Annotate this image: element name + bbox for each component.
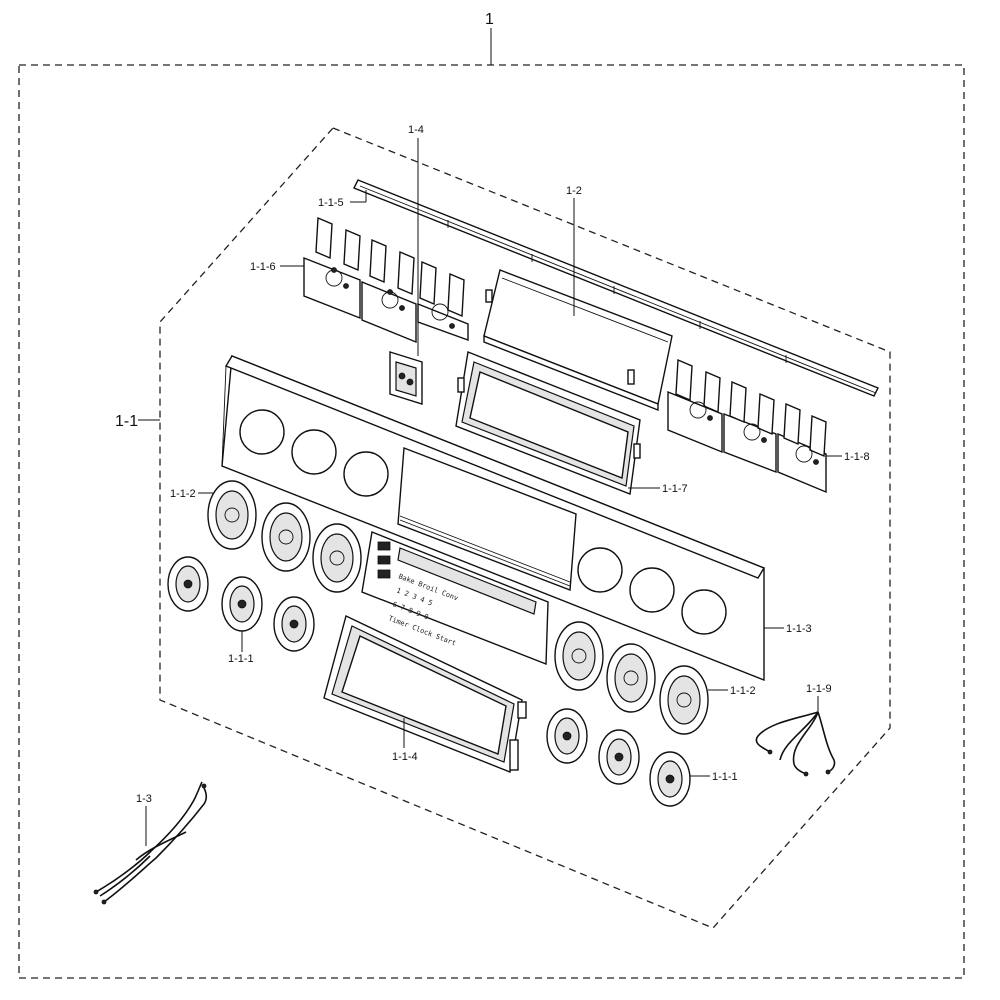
label-knob-left: 1-1-1 xyxy=(228,653,254,665)
module xyxy=(389,351,423,405)
knob-right-2 xyxy=(598,729,640,785)
label-bezel-left: 1-1-2 xyxy=(170,488,196,500)
label-window-frame: 1-1-4 xyxy=(392,751,418,763)
bezel-left-2 xyxy=(261,502,311,572)
panel-hole-3 xyxy=(343,451,389,497)
label-wire-harness: 1-3 xyxy=(136,793,152,805)
label-trim-strip: 1-1-5 xyxy=(318,197,344,209)
label-control-panel: 1-1-3 xyxy=(786,623,812,635)
bezel-left-group xyxy=(207,480,362,593)
knob-right-1 xyxy=(546,708,588,764)
display-cover xyxy=(483,269,673,412)
panel-hole-4 xyxy=(577,547,623,593)
knob-left-group xyxy=(167,556,315,652)
bracket-left-group xyxy=(303,216,469,344)
knob-left-3 xyxy=(273,596,315,652)
bezel-left-1 xyxy=(207,480,257,550)
trim-strip xyxy=(353,179,879,397)
label-display-cover: 1-2 xyxy=(566,185,582,197)
knob-left-1 xyxy=(167,556,209,612)
bracket-right-3 xyxy=(777,402,827,494)
knob-right-3 xyxy=(649,751,691,807)
knob-right-group xyxy=(546,708,691,807)
bezel-right-2 xyxy=(606,643,656,713)
panel-hole-1 xyxy=(239,409,285,455)
knob-left-2 xyxy=(221,576,263,632)
panel-display-window xyxy=(397,447,577,591)
bezel-left-3 xyxy=(312,523,362,593)
label-panel-assy: 1-1 xyxy=(115,413,138,430)
panel-assy-boundary xyxy=(159,127,891,929)
bezel-right-1 xyxy=(554,621,604,691)
bracket-right-2 xyxy=(723,380,777,474)
control-panel xyxy=(221,355,766,682)
panel-hole-2 xyxy=(291,429,337,475)
panel-hole-5 xyxy=(629,567,675,613)
label-display-frame: 1-1-7 xyxy=(662,483,688,495)
panel-hole-6 xyxy=(681,589,727,635)
label-knob-right: 1-1-1 xyxy=(712,771,738,783)
bezel-right-3 xyxy=(659,665,709,735)
bracket-right-1 xyxy=(667,358,723,454)
label-bracket-right: 1-1-8 xyxy=(844,451,870,463)
window-frame xyxy=(323,615,527,773)
label-module: 1-4 xyxy=(408,124,424,136)
bezel-right-group xyxy=(554,621,709,735)
display-frame xyxy=(455,351,641,495)
bracket-left-1 xyxy=(303,216,361,320)
label-wire-small: 1-1-9 xyxy=(806,683,832,695)
label-bezel-right: 1-1-2 xyxy=(730,685,756,697)
wire-harness xyxy=(93,781,208,905)
bracket-left-2 xyxy=(361,238,417,344)
wire-small xyxy=(755,711,836,777)
label-bracket-left: 1-1-6 xyxy=(250,261,276,273)
bracket-left-3 xyxy=(417,260,469,341)
bracket-right-group xyxy=(667,358,827,494)
label-assembly: 1 xyxy=(485,11,494,28)
